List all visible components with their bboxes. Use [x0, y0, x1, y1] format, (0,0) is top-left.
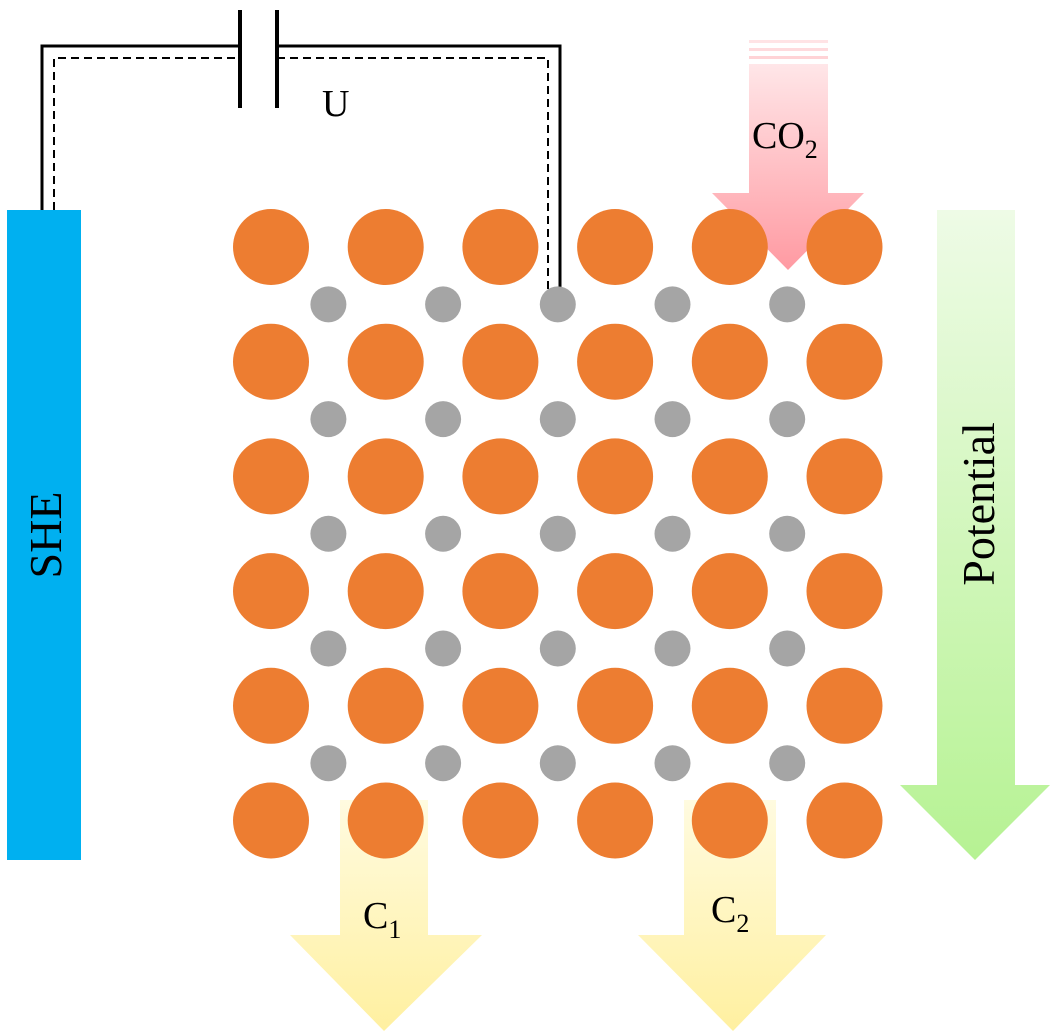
product-arrow-c2 [638, 800, 826, 1031]
potential-label: Potential [953, 422, 1004, 586]
small-atom [310, 745, 347, 782]
small-atom [310, 286, 347, 323]
large-atom [233, 323, 309, 400]
large-atom [691, 782, 768, 859]
co2-label: CO2 [752, 115, 818, 164]
large-atom [233, 667, 309, 744]
large-atom [577, 438, 654, 515]
voltage-label: U [322, 83, 349, 125]
product-arrow-c1 [290, 800, 482, 1031]
c1-label: C1 [363, 895, 401, 944]
large-atom [462, 438, 539, 515]
large-atom [577, 553, 654, 630]
large-atom [462, 323, 539, 400]
large-atom [806, 323, 883, 400]
large-atom [462, 209, 539, 285]
small-atom [539, 630, 576, 667]
large-atom [347, 323, 424, 400]
small-atom [769, 630, 806, 667]
lattice-small-atoms [310, 286, 806, 782]
large-atom [462, 553, 539, 630]
large-atom [806, 782, 883, 859]
small-atom [425, 401, 462, 438]
large-atom [577, 782, 654, 859]
small-atom [425, 630, 462, 667]
large-atom [577, 667, 654, 744]
large-atom [691, 667, 768, 744]
small-atom [425, 515, 462, 552]
large-atom [233, 438, 309, 515]
large-atom [462, 782, 539, 859]
small-atom [654, 630, 691, 667]
she-electrode [7, 210, 81, 860]
large-atom [806, 553, 883, 630]
small-atom [769, 401, 806, 438]
large-atom [691, 323, 768, 400]
small-atom [654, 745, 691, 782]
large-atom [347, 782, 424, 859]
large-atom [347, 667, 424, 744]
large-atom [347, 438, 424, 515]
capacitor-symbol [238, 10, 279, 108]
large-atom [462, 667, 539, 744]
potential-arrow [900, 210, 1050, 860]
small-atom [539, 745, 576, 782]
small-atom [310, 401, 347, 438]
small-atom [654, 401, 691, 438]
small-atom [769, 286, 806, 323]
small-atom [539, 515, 576, 552]
small-atom [769, 745, 806, 782]
small-atom [310, 515, 347, 552]
large-atom [806, 209, 883, 285]
large-atom [233, 553, 309, 630]
large-atom [233, 209, 309, 285]
c2-label: C2 [711, 889, 749, 938]
she-label: SHE [20, 492, 71, 579]
lattice-large-atoms [233, 209, 883, 859]
large-atom [806, 667, 883, 744]
small-atom [654, 515, 691, 552]
small-atom [425, 745, 462, 782]
small-atom [539, 401, 576, 438]
circuit-wire [40, 44, 562, 290]
large-atom [691, 553, 768, 630]
small-atom [769, 515, 806, 552]
small-atom [425, 286, 462, 323]
small-atom [539, 286, 576, 323]
large-atom [691, 438, 768, 515]
large-atom [347, 209, 424, 285]
large-atom [233, 782, 309, 859]
large-atom [806, 438, 883, 515]
small-atom [310, 630, 347, 667]
large-atom [691, 209, 768, 285]
large-atom [577, 323, 654, 400]
large-atom [347, 553, 424, 630]
small-atom [654, 286, 691, 323]
large-atom [577, 209, 654, 285]
